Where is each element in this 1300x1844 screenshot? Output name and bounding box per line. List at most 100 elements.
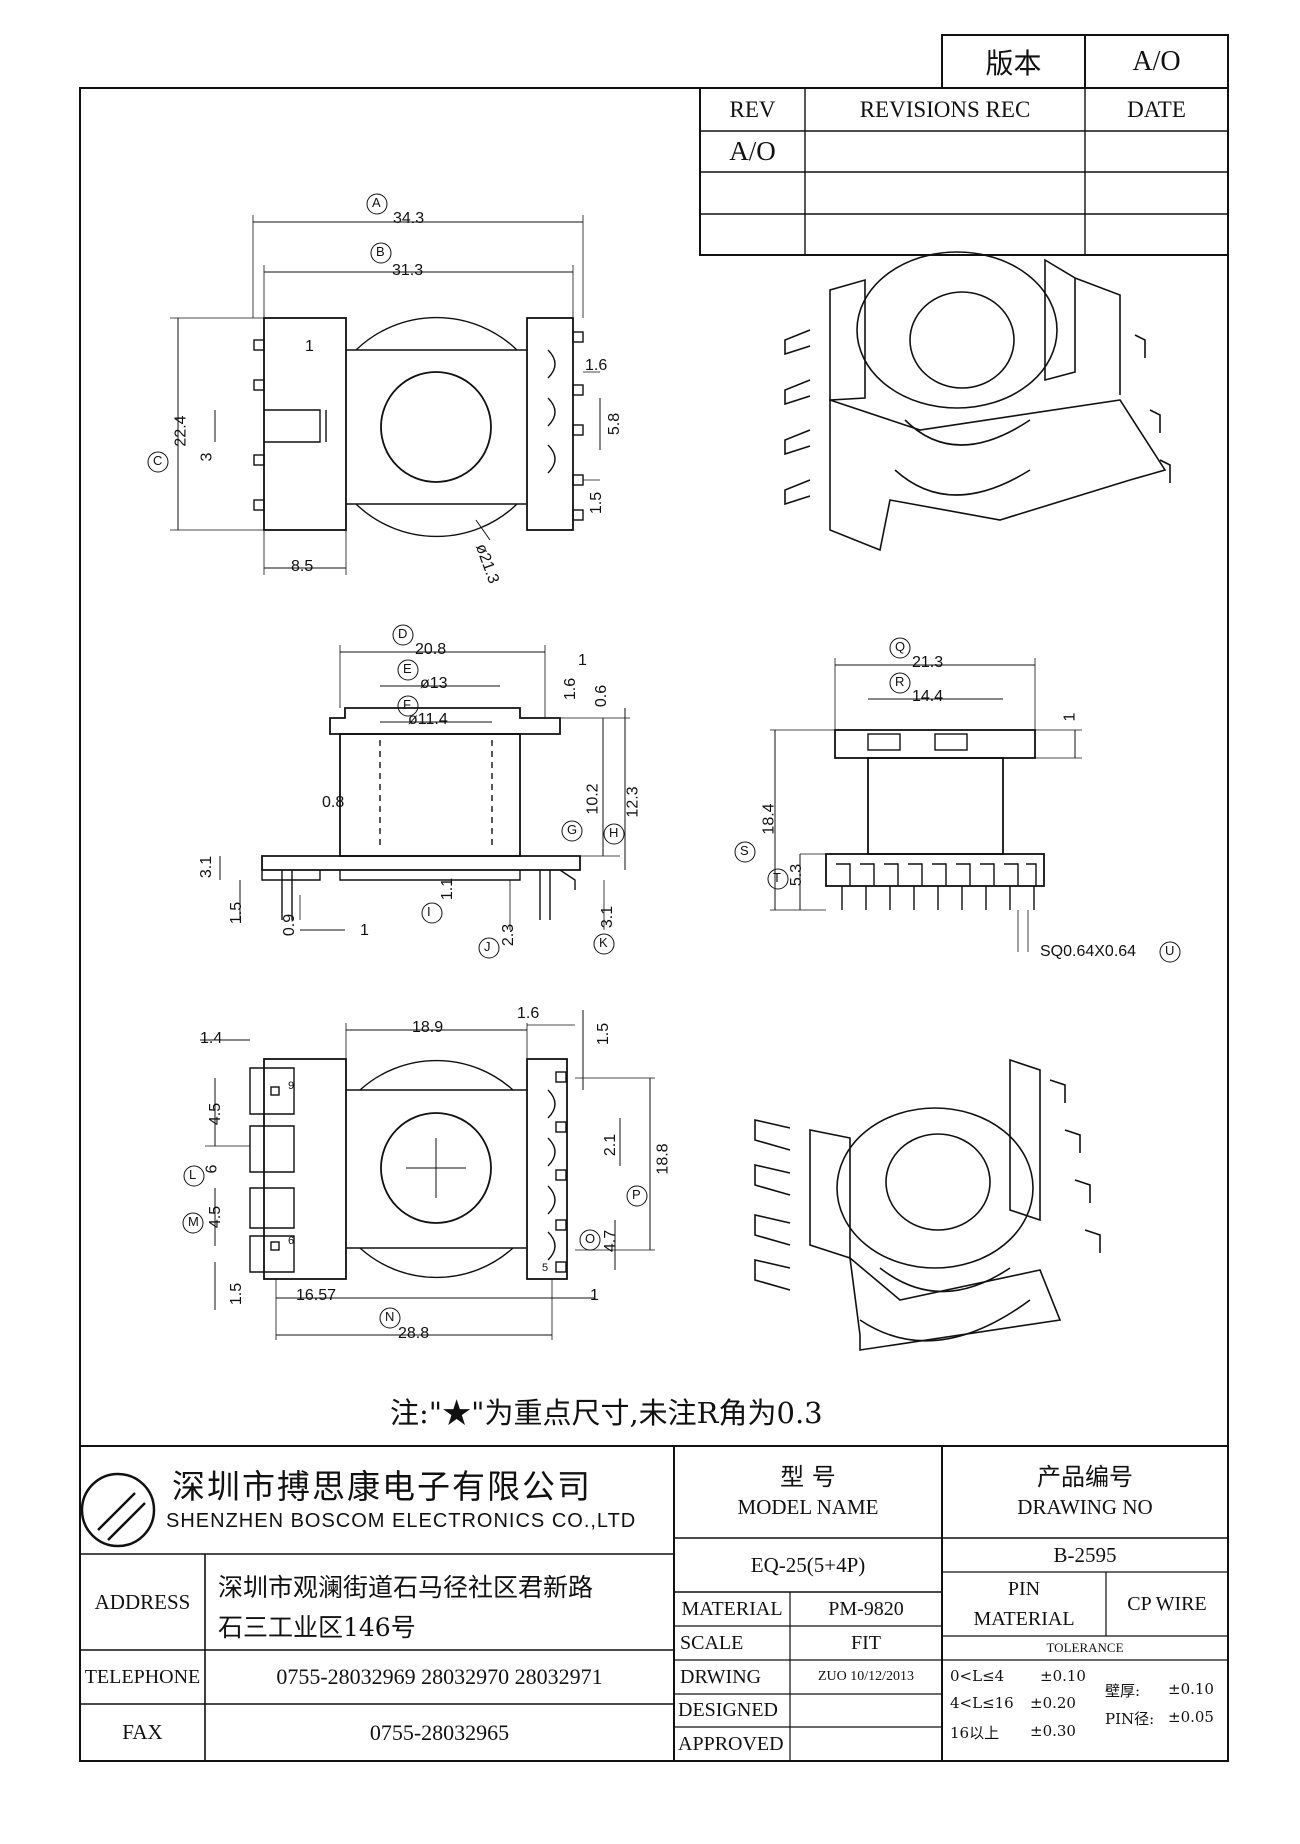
dim-front-0-9: 0.9 — [281, 913, 299, 937]
model-value: EQ-25(5+4P) — [750, 1552, 866, 1577]
wall-thickness-label: 壁厚: — [1105, 1682, 1141, 1700]
pin-number-5: 5 — [542, 1262, 549, 1274]
tol-value-2: ±0.20 — [1030, 1694, 1076, 1712]
marker-n: N — [385, 1309, 395, 1324]
revisions-rec-header: REVISIONS REC — [859, 96, 1031, 122]
dim-front-1: 1 — [578, 652, 587, 669]
rev-row-date — [1085, 214, 1228, 255]
dim-front-1-5: 1.5 — [228, 901, 246, 925]
dim-bot-1-5a: 1.5 — [595, 1022, 613, 1046]
marker-c: C — [153, 453, 163, 468]
fax-value: 0755-28032965 — [369, 1719, 510, 1745]
dim-bot-1: 1 — [590, 1287, 599, 1304]
rev-header: REV — [729, 96, 776, 122]
dim-m: 4.5 — [207, 1205, 225, 1229]
marker-f: F — [403, 697, 411, 712]
marker-d: D — [398, 626, 408, 641]
rev-row-rec — [805, 214, 1085, 255]
model-label-en: MODEL NAME — [737, 1494, 879, 1519]
dim-e: ø13 — [420, 675, 448, 692]
dim-l: 6 — [203, 1164, 221, 1174]
dim-top-3: 3 — [198, 452, 216, 462]
drawing-label-en: DRAWING NO — [1017, 1494, 1153, 1519]
date-header: DATE — [1127, 96, 1186, 122]
scale-value: FIT — [851, 1631, 881, 1654]
drawing-value: B-2595 — [1053, 1542, 1117, 1567]
dim-front-1-6: 1.6 — [562, 677, 580, 701]
version-label: 版本 — [985, 48, 1042, 80]
marker-b: B — [376, 244, 385, 259]
rev-row-date — [1085, 131, 1228, 172]
pin-diameter-value: ±0.05 — [1168, 1708, 1214, 1726]
dim-bot-4-5a: 4.5 — [207, 1102, 225, 1126]
dim-h: 12.3 — [624, 786, 642, 818]
tol-range-1: 0<L≤4 — [950, 1667, 1005, 1685]
dim-j: 2.3 — [500, 923, 518, 947]
pin-diameter-label: PIN径: — [1105, 1710, 1155, 1728]
dim-bot-16-57: 16.57 — [296, 1287, 337, 1304]
dim-k: 3.1 — [599, 905, 617, 929]
dim-bot-1-5b: 1.5 — [228, 1282, 246, 1306]
drwing-value: ZUO 10/12/2013 — [817, 1669, 915, 1684]
marker-u: U — [1165, 943, 1175, 958]
pin-material-label-2: MATERIAL — [973, 1607, 1075, 1630]
material-label: MATERIAL — [681, 1597, 783, 1620]
rev-row-value — [700, 214, 805, 255]
bottom-view — [182, 1010, 655, 1340]
dim-front-0-8: 0.8 — [322, 794, 345, 811]
address-line-2: 石三工业区146号 — [218, 1613, 416, 1642]
dim-top-8-5: 8.5 — [291, 558, 314, 575]
dim-g: 10.2 — [584, 783, 602, 815]
pin-number-9: 9 — [288, 1080, 295, 1092]
dim-f: ø11.4 — [408, 711, 448, 728]
dim-top-1-5: 1.5 — [588, 491, 606, 515]
marker-g: G — [567, 822, 578, 837]
dim-c: 22.4 — [172, 415, 190, 447]
dim-u: SQ0.64X0.64 — [1040, 943, 1137, 960]
rev-row-value — [700, 172, 805, 214]
marker-q: Q — [895, 639, 906, 654]
dim-i: 1.1 — [439, 877, 457, 901]
marker-t: T — [773, 870, 781, 885]
dim-b: 31.3 — [392, 262, 424, 279]
rev-row-rec — [805, 131, 1085, 172]
tol-value-3: ±0.30 — [1030, 1722, 1076, 1740]
approved-label: APPROVED — [678, 1732, 784, 1755]
dim-front-3-1: 3.1 — [198, 855, 216, 879]
tol-value-1: ±0.10 — [1040, 1667, 1086, 1685]
scale-label: SCALE — [680, 1631, 744, 1654]
dim-r: 14.4 — [912, 688, 944, 705]
marker-o: O — [585, 1231, 596, 1246]
tol-range-3: 16以上 — [950, 1724, 1000, 1742]
dim-bot-18-9: 18.9 — [412, 1019, 444, 1036]
top-view — [147, 193, 601, 575]
marker-a: A — [372, 195, 381, 210]
dim-t: 5.3 — [788, 863, 806, 887]
rev-row-date — [1085, 172, 1228, 214]
model-label-cn: 型 号 — [780, 1462, 836, 1491]
dim-n: 28.8 — [398, 1325, 430, 1342]
pin-material-value: CP WIRE — [1127, 1592, 1207, 1615]
dim-top-5-8: 5.8 — [606, 412, 624, 436]
rev-row-rec — [805, 172, 1085, 214]
dim-top-1: 1 — [305, 338, 314, 355]
outer-border — [79, 87, 1229, 1762]
rev-row-value: A/O — [729, 136, 776, 166]
tolerance-label: TOLERANCE — [1046, 1640, 1124, 1655]
designed-label: DESIGNED — [678, 1699, 778, 1721]
address-label: ADDRESS — [94, 1589, 191, 1614]
marker-h: H — [609, 825, 619, 840]
side-view — [734, 637, 1181, 963]
marker-i: I — [427, 904, 431, 919]
fax-label: FAX — [122, 1720, 163, 1744]
marker-m: M — [188, 1214, 199, 1229]
drawing-note: 注:"★"为重点尺寸,未注R角为0.3 — [390, 1396, 823, 1430]
marker-l: L — [189, 1167, 197, 1182]
dim-front-0-6: 0.6 — [593, 684, 611, 708]
dim-q: 21.3 — [912, 654, 944, 671]
isometric-view-bottom — [754, 1058, 1101, 1351]
dim-bot-2-1: 2.1 — [602, 1133, 620, 1157]
drwing-label: DRWING — [680, 1665, 762, 1688]
